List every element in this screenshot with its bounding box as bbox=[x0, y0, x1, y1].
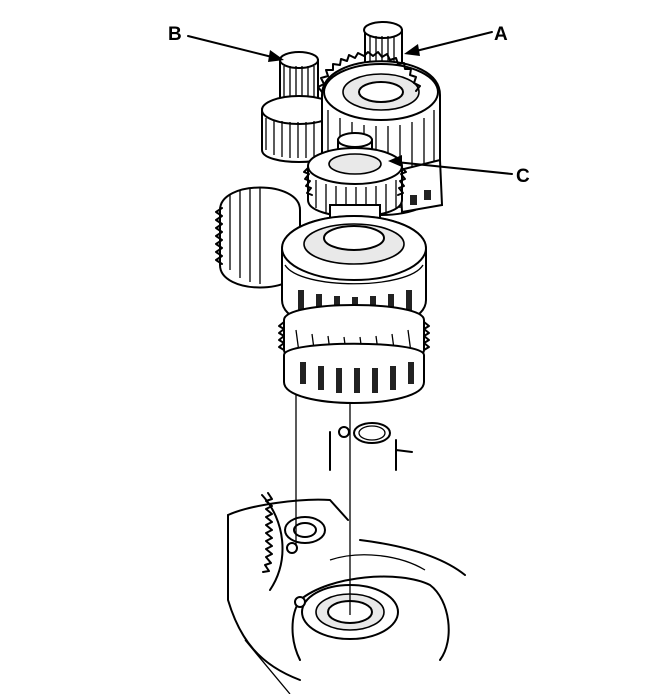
callout-arrow-a bbox=[404, 31, 493, 56]
callout-label-b: B bbox=[168, 24, 182, 45]
alignment-lines bbox=[295, 390, 351, 615]
callout-arrow-c bbox=[388, 155, 513, 175]
callout-label-c: C bbox=[516, 166, 530, 187]
oil-guide-pipe bbox=[329, 422, 413, 471]
countershaft-b bbox=[215, 51, 337, 289]
shaft-c-clutch-assembly bbox=[278, 132, 430, 404]
countershaft-bore bbox=[284, 516, 326, 554]
transmission-case bbox=[227, 498, 466, 694]
callout-label-a: A bbox=[494, 24, 508, 45]
ring-gear bbox=[261, 492, 284, 591]
callout-arrow-b bbox=[187, 35, 284, 62]
